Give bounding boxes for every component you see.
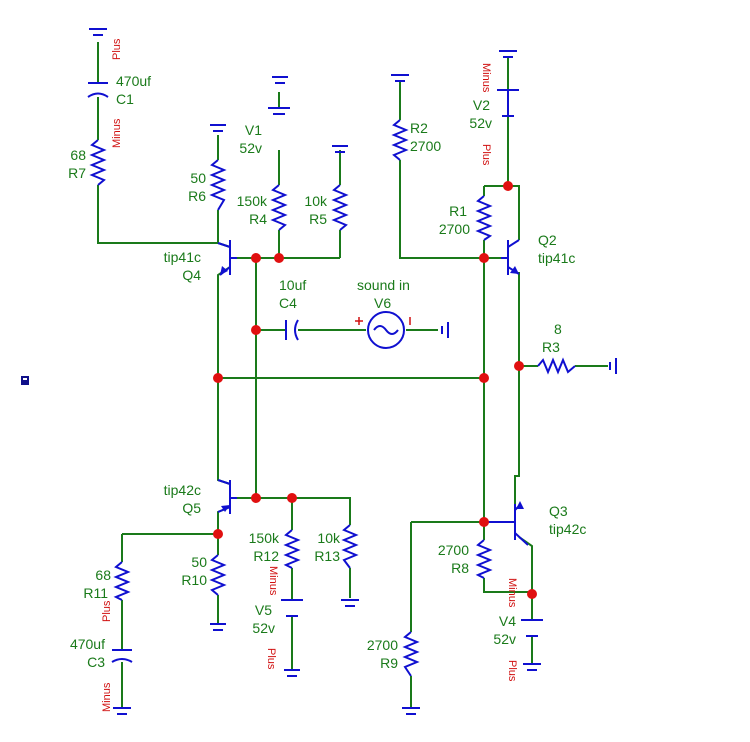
v5-ref: V5	[255, 602, 272, 618]
transistor-q2-symbol	[501, 239, 520, 275]
r4-ref: R4	[249, 211, 267, 227]
v4-plus-label: Plus	[506, 660, 518, 682]
resistor-r1-symbol	[475, 195, 493, 241]
resistor-r2-symbol	[391, 119, 409, 161]
capacitor-c4-symbol	[285, 319, 299, 341]
v6-value: sound in	[357, 277, 410, 293]
q2-ref: Q2	[538, 232, 557, 248]
r6-value: 50	[190, 170, 206, 186]
resistor-r9-symbol	[402, 631, 420, 677]
r3-ref: R3	[542, 339, 560, 355]
r11-ref: R11	[83, 585, 108, 601]
c1-minus-label: Minus	[111, 118, 123, 148]
source-v4-symbol	[521, 619, 543, 637]
r2-ref: R2	[410, 120, 428, 136]
r8-ref: R8	[451, 560, 469, 576]
resistor-r11-symbol	[113, 561, 131, 601]
resistor-r10-symbol	[209, 554, 227, 596]
q4-ref: Q4	[182, 267, 201, 283]
q2-value: tip41c	[538, 250, 575, 266]
v2-ref: V2	[473, 97, 490, 113]
resistors	[89, 119, 576, 677]
r12-ref: R12	[253, 548, 279, 564]
transistor-q4-symbol	[217, 240, 237, 276]
v2-value: 52v	[469, 115, 492, 131]
r10-value: 50	[191, 554, 207, 570]
component-labels: 470uf C1 68 R7 50 R6 V1 52v 150k R4 10k …	[68, 73, 586, 671]
resistor-r7-symbol	[89, 139, 107, 186]
v1-value: 52v	[239, 140, 262, 156]
c4-value: 10uf	[279, 277, 306, 293]
c1-value: 470uf	[116, 73, 151, 89]
v5-value: 52v	[252, 620, 275, 636]
resistor-r5-symbol	[331, 184, 349, 231]
resistor-r6-symbol	[209, 159, 227, 211]
capacitor-c1-symbol	[87, 82, 109, 98]
r13-ref: R13	[314, 548, 340, 564]
r7-value: 68	[70, 147, 86, 163]
r11-value: 68	[95, 567, 111, 583]
c3-ref: C3	[87, 654, 105, 670]
capacitors	[87, 82, 299, 663]
resistor-r12-symbol	[283, 529, 301, 569]
v2-plus-label: Plus	[480, 144, 492, 166]
c3-minus-label: Minus	[101, 682, 113, 712]
marker-icon	[21, 376, 29, 385]
source-v6-symbol	[355, 311, 411, 349]
q3-ref: Q3	[549, 503, 568, 519]
transistor-q5-symbol	[217, 479, 237, 514]
r2-value: 2700	[410, 138, 441, 154]
v4-minus-label: Minus	[506, 578, 518, 608]
r5-value: 10k	[304, 193, 328, 209]
c1-plus-label: Plus	[111, 38, 123, 60]
v5-plus-label: Plus	[265, 648, 277, 670]
r5-ref: R5	[309, 211, 327, 227]
c4-ref: C4	[279, 295, 297, 311]
transistor-q3-symbol	[484, 501, 529, 546]
source-v2-symbol	[497, 89, 519, 117]
v6-ref: V6	[374, 295, 391, 311]
resistor-r13-symbol	[341, 524, 359, 569]
capacitor-c3-symbol	[111, 649, 133, 663]
dc-sources	[268, 89, 543, 637]
r12-value: 150k	[249, 530, 280, 546]
ground-symbols	[89, 28, 617, 715]
r4-value: 150k	[237, 193, 268, 209]
c1-ref: C1	[116, 91, 134, 107]
r13-value: 10k	[317, 530, 341, 546]
source-v5-symbol	[281, 599, 303, 617]
pin-labels: Plus Minus Minus Plus Minus Plus Plus Mi…	[101, 38, 518, 712]
resistor-r4-symbol	[270, 184, 288, 231]
r6-ref: R6	[188, 188, 206, 204]
v2-minus-label: Minus	[480, 63, 492, 93]
r8-value: 2700	[438, 542, 469, 558]
r7-ref: R7	[68, 165, 86, 181]
q3-value: tip42c	[549, 521, 586, 537]
r1-value: 2700	[439, 221, 470, 237]
r11-plus-label: Plus	[101, 600, 113, 622]
q5-value: tip42c	[164, 482, 201, 498]
r12-minus-label: Minus	[267, 566, 279, 596]
r10-ref: R10	[181, 572, 207, 588]
r1-ref: R1	[449, 203, 467, 219]
resistor-r3-symbol	[537, 357, 576, 375]
q4-value: tip41c	[164, 249, 201, 265]
c3-value: 470uf	[70, 636, 105, 652]
junction-dots	[213, 181, 537, 599]
source-v1-symbol	[268, 107, 290, 115]
v4-value: 52v	[493, 631, 516, 647]
v4-ref: V4	[499, 613, 516, 629]
r9-ref: R9	[380, 655, 398, 671]
r9-value: 2700	[367, 637, 398, 653]
q5-ref: Q5	[182, 500, 201, 516]
v1-ref: V1	[245, 122, 262, 138]
wires	[97, 42, 608, 708]
r3-value: 8	[554, 321, 562, 337]
resistor-r8-symbol	[475, 539, 493, 579]
